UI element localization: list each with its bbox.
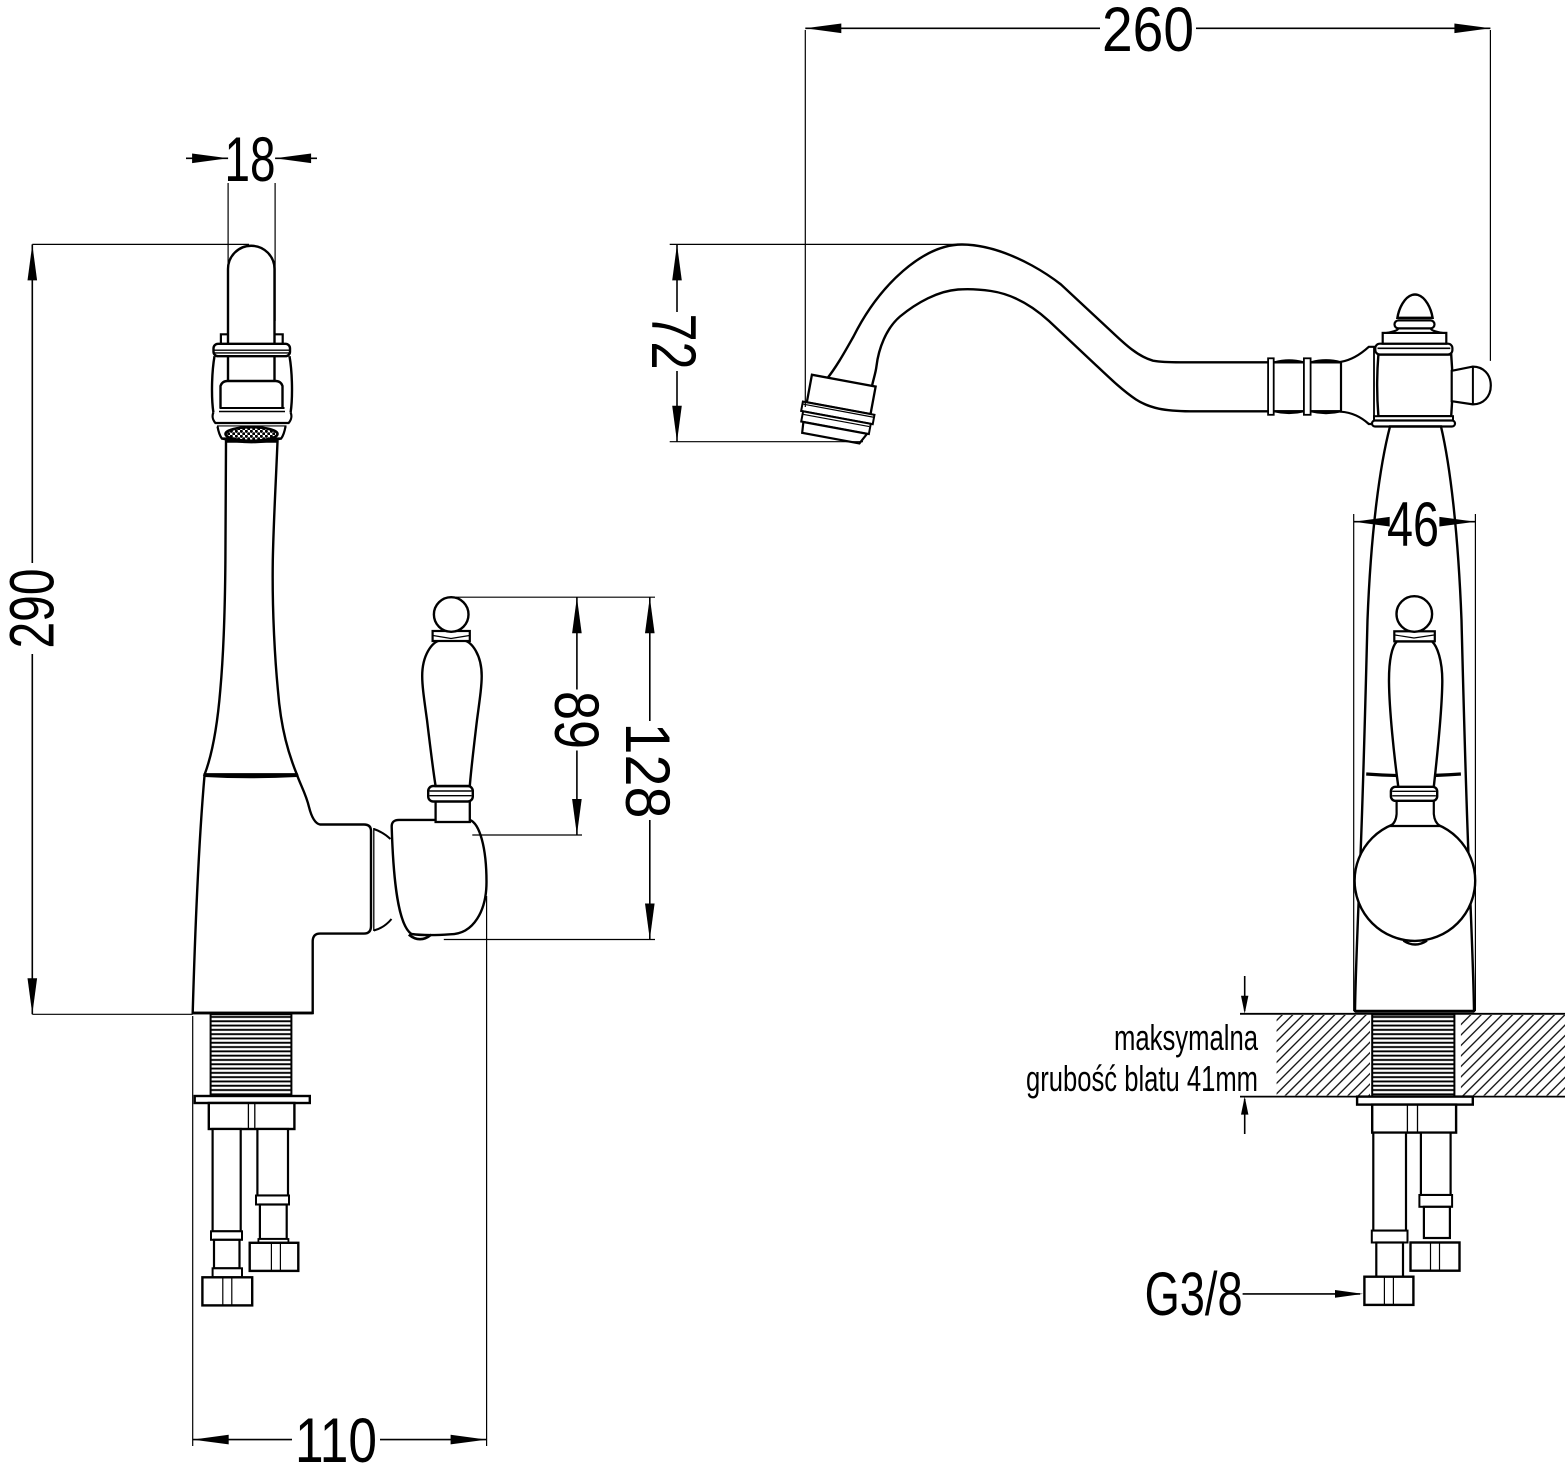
- svg-text:89: 89: [541, 691, 611, 749]
- svg-text:72: 72: [638, 314, 708, 370]
- svg-text:110: 110: [295, 1406, 377, 1476]
- svg-text:grubość blatu 41mm: grubość blatu 41mm: [1026, 1058, 1258, 1099]
- svg-text:G3/8: G3/8: [1145, 1260, 1243, 1328]
- svg-text:260: 260: [1102, 0, 1194, 65]
- svg-text:maksymalna: maksymalna: [1114, 1017, 1259, 1058]
- svg-text:46: 46: [1387, 490, 1439, 560]
- svg-text:290: 290: [0, 569, 68, 649]
- svg-text:18: 18: [225, 125, 276, 195]
- svg-text:128: 128: [612, 723, 682, 819]
